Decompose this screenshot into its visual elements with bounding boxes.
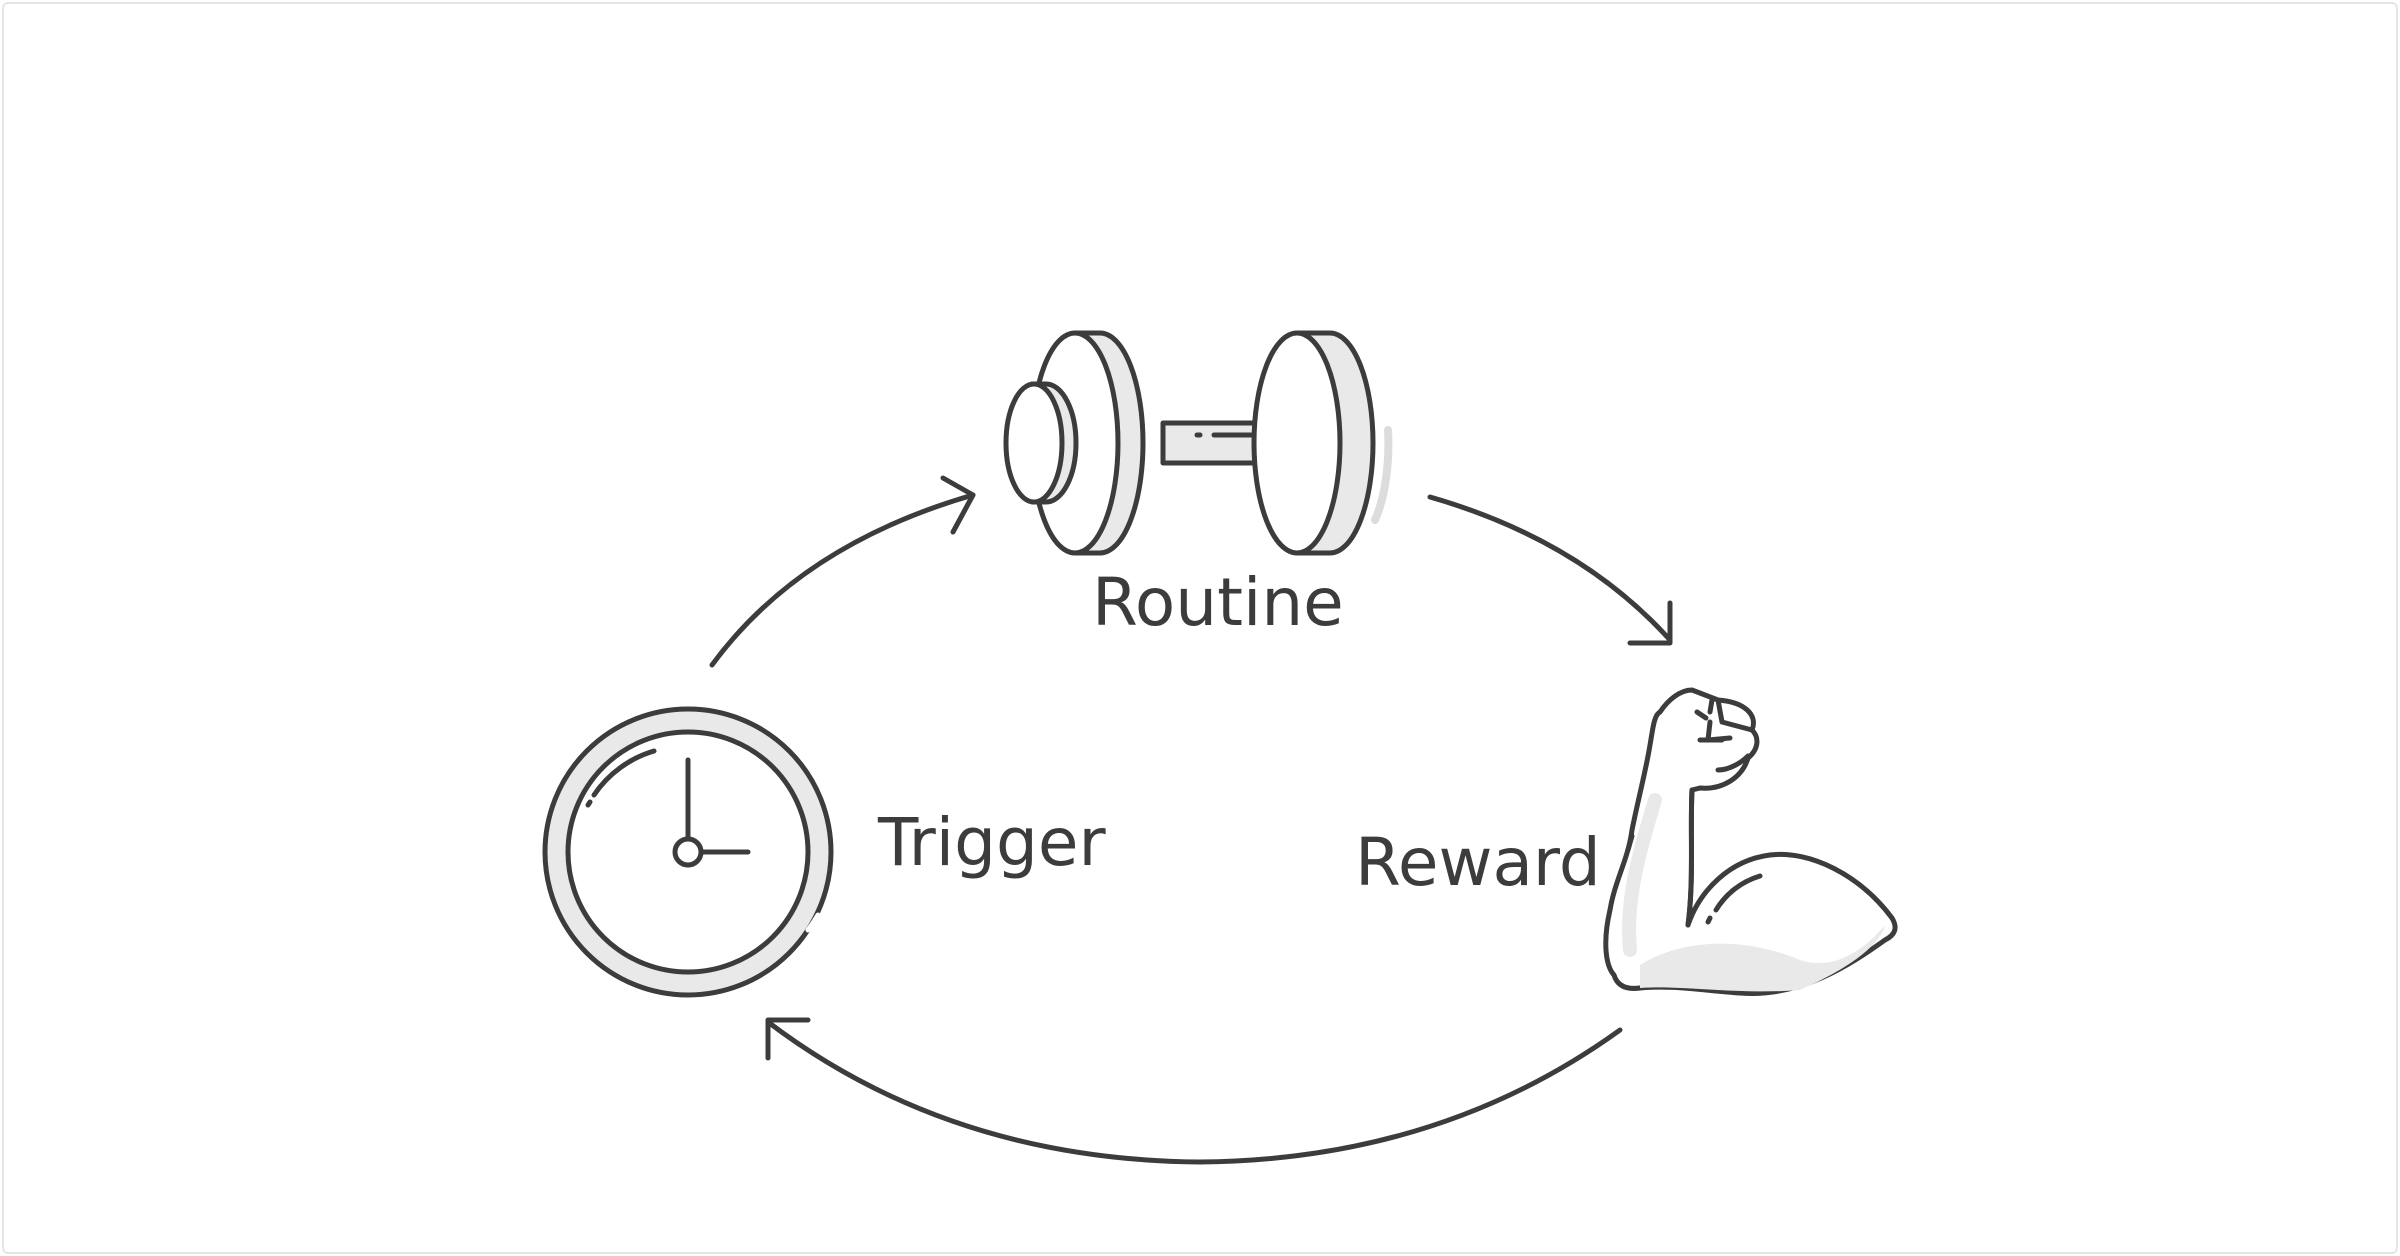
reward-label: Reward xyxy=(1355,824,1601,901)
trigger-label: Trigger xyxy=(878,804,1106,881)
dumbbell-icon xyxy=(1003,330,1393,556)
clock-icon xyxy=(542,706,834,998)
flexed-arm-icon xyxy=(1603,687,1898,996)
edge-routine-to-reward xyxy=(1427,494,1673,646)
edge-reward-to-trigger xyxy=(765,1017,1623,1165)
routine-label: Routine xyxy=(1092,564,1344,641)
edge-trigger-to-routine xyxy=(709,475,976,668)
